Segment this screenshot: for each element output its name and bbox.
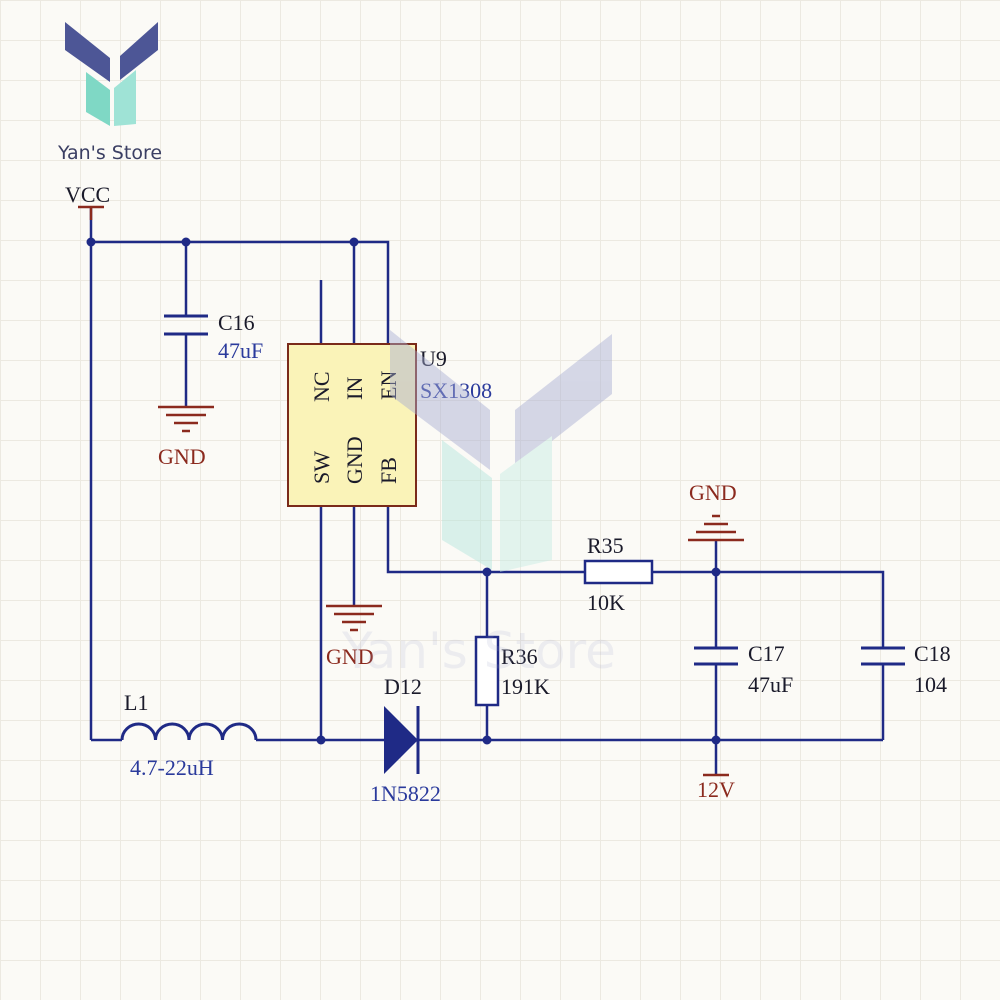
diode-d12: D12 1N5822: [370, 674, 441, 806]
r36-ref: R36: [501, 644, 538, 669]
capacitor-c16: C16 47uF: [164, 310, 263, 363]
watermark: Yan's Store: [341, 330, 616, 680]
brand-logo: Yan's Store: [57, 22, 162, 164]
c17-value: 47uF: [748, 672, 793, 697]
gnd-label-c16: GND: [158, 444, 206, 469]
r35-value: 10K: [587, 590, 625, 615]
logo-right-arm: [120, 22, 158, 80]
junction-dot: [482, 735, 492, 745]
l1-value: 4.7-22uH: [130, 755, 214, 780]
logo-stem-right: [114, 70, 136, 126]
logo-stem: [86, 72, 110, 126]
watermark-logo-right: [515, 334, 612, 470]
ic-pin-nc: NC: [309, 371, 334, 402]
junction-dot: [316, 735, 326, 745]
d12-ref: D12: [384, 674, 422, 699]
junction-dot: [349, 237, 359, 247]
watermark-logo-stem-right: [500, 436, 552, 572]
vcc-label: VCC: [65, 182, 110, 207]
c16-value: 47uF: [218, 338, 263, 363]
junction-dot: [711, 567, 721, 577]
watermark-logo-left: [390, 330, 490, 470]
l1-ref: L1: [124, 690, 148, 715]
junctions: [86, 237, 721, 745]
resistor-r35: R35 10K: [583, 533, 654, 615]
ic-designator: U9: [420, 346, 447, 371]
junction-dot: [181, 237, 191, 247]
c18-value: 104: [914, 672, 947, 697]
gnd-symbol-ic: GND: [326, 604, 382, 669]
ic-pin-in: IN: [342, 377, 367, 400]
d12-value: 1N5822: [370, 781, 441, 806]
diode-triangle: [384, 706, 418, 774]
junction-dot: [711, 735, 721, 745]
watermark-logo-stem: [442, 440, 492, 570]
c16-ref: C16: [218, 310, 255, 335]
gnd-symbol-c16: GND: [158, 405, 214, 469]
c17-ref: C17: [748, 641, 785, 666]
junction-dot: [86, 237, 96, 247]
ic-part: SX1308: [420, 378, 492, 403]
gnd-label-ic: GND: [326, 644, 374, 669]
ic-pin-sw: SW: [309, 451, 334, 484]
logo-left-arm: [65, 22, 110, 82]
brand-name: Yan's Store: [57, 142, 162, 164]
gnd-symbol-output: GND: [688, 480, 744, 542]
gnd-label-output: GND: [689, 480, 737, 505]
output-12v-label: 12V: [697, 777, 735, 802]
output-port-12v: 12V: [697, 773, 735, 802]
ic-pin-fb: FB: [376, 457, 401, 484]
inductor-l1: L1 4.7-22uH: [120, 690, 258, 780]
r35-ref: R35: [587, 533, 624, 558]
ic-body: [287, 343, 417, 507]
ic-u9: NC IN EN SW GND FB U9 SX1308: [287, 343, 492, 507]
r36-value: 191K: [501, 674, 550, 699]
c18-ref: C18: [914, 641, 951, 666]
junction-dot: [482, 567, 492, 577]
watermark-text: Yan's Store: [341, 622, 616, 680]
resistor-r36: R36 191K: [474, 635, 550, 707]
capacitor-c17: C17 47uF: [694, 641, 793, 697]
capacitor-c18: C18 104: [861, 641, 951, 697]
ic-pin-gnd: GND: [342, 436, 367, 484]
ic-pin-en: EN: [376, 371, 401, 400]
vcc-port: VCC: [65, 182, 110, 220]
